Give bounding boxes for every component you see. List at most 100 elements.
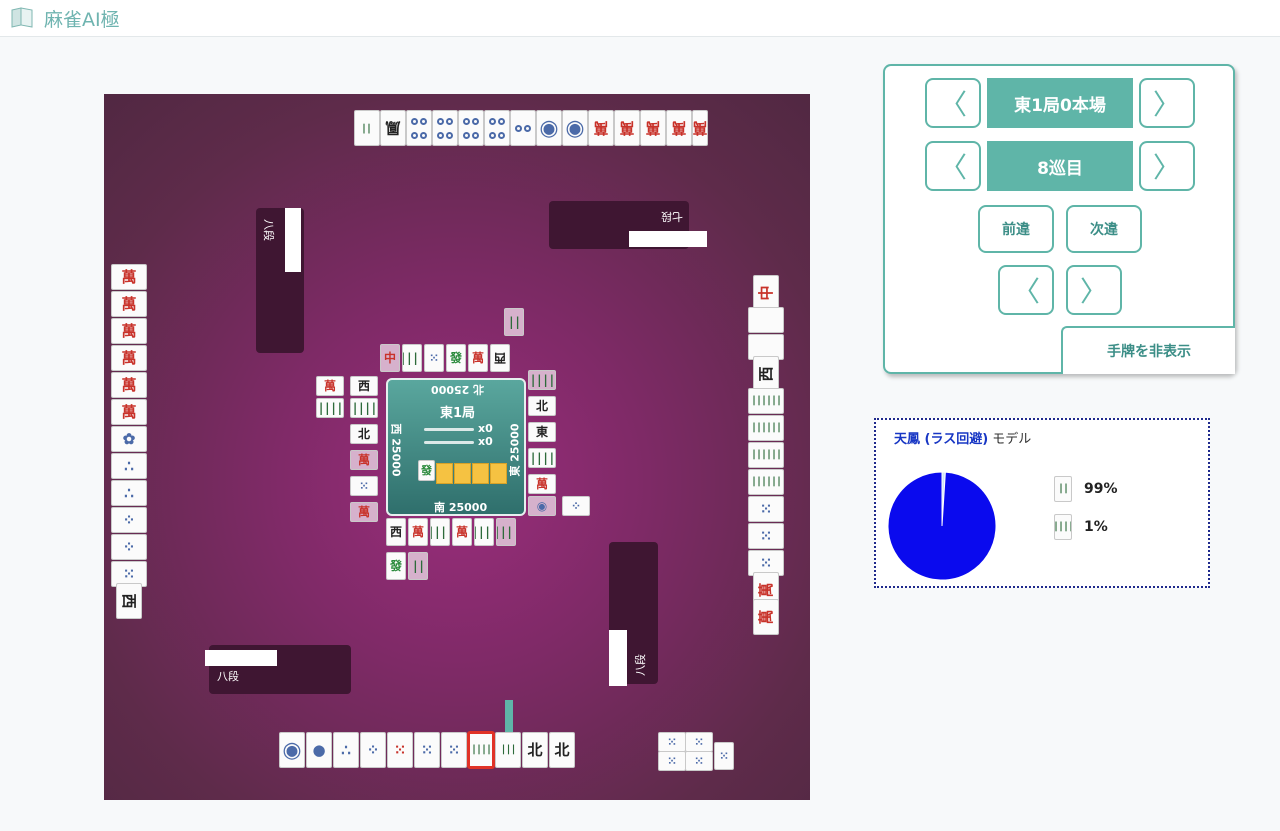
discard-right: |||| 北 東 |||| 萬 ◉ ⁘ bbox=[528, 370, 608, 520]
dora-indicator: 發 bbox=[418, 460, 435, 481]
tile: 萬 bbox=[111, 399, 147, 425]
tile: 西 bbox=[386, 518, 406, 546]
tile: 萬 bbox=[111, 264, 147, 290]
left-player-hand: 萬 萬 萬 萬 萬 萬 ✿ ∴ ∴ ⁘ ⁘ ⁙ 西 bbox=[111, 264, 149, 619]
tile: 萬 bbox=[350, 502, 378, 522]
tile: 萬 bbox=[350, 450, 378, 470]
next-turn-button[interactable]: 〉 bbox=[1139, 141, 1195, 191]
hand-tile[interactable]: ∴ bbox=[333, 732, 359, 768]
ai-prediction-panel: 天鳳 (ラス回避) モデル || 99% |||| 1% bbox=[874, 418, 1210, 588]
score-north: 北 25000 bbox=[431, 383, 485, 396]
hand-tile[interactable]: ||| bbox=[495, 732, 521, 768]
meld-tile: ⁙ bbox=[658, 751, 686, 771]
hand-tile[interactable]: 北 bbox=[549, 732, 575, 768]
meld-tile: ⁙ bbox=[685, 732, 713, 752]
tile: ◉ bbox=[536, 110, 562, 146]
meld-tile: ⁙ bbox=[685, 751, 713, 771]
tile: |||||| bbox=[748, 415, 784, 441]
honba-count: x0 bbox=[478, 422, 493, 435]
player-box-bottom-right: 八段 bbox=[609, 542, 658, 686]
hand-tile[interactable]: ⁙ bbox=[441, 732, 467, 768]
tile: ⁙ bbox=[424, 344, 444, 372]
tile: |||| bbox=[496, 518, 516, 546]
top-bar: 麻雀AI極 bbox=[0, 0, 1280, 37]
hand-tile[interactable]: ● bbox=[306, 732, 332, 768]
meld-tile: ⁙ bbox=[714, 742, 734, 770]
right-player-hand: 中 西 |||||| |||||| |||||| |||||| ⁙ ⁙ ⁙ 萬 … bbox=[748, 275, 786, 635]
center-score-panel: 北 25000 東1局 x0 x0 西 25000 東 25000 發 南 25… bbox=[386, 378, 526, 516]
tile: || bbox=[504, 308, 524, 336]
tile: ⁘ bbox=[111, 534, 147, 560]
tile: |||| bbox=[430, 518, 450, 546]
tile: ⁙ bbox=[350, 476, 378, 496]
tile: || bbox=[354, 110, 380, 146]
tile: ∴ bbox=[111, 480, 147, 506]
prev-mismatch-button[interactable]: 前違 bbox=[978, 205, 1054, 253]
player-box-top-left: 八段 bbox=[256, 208, 304, 353]
hand-tile[interactable]: ⁘ bbox=[360, 732, 386, 768]
hand-tile[interactable]: 北 bbox=[522, 732, 548, 768]
honba-stick-icon bbox=[424, 428, 474, 431]
discard-bottom: 西 萬 |||| 萬 |||| |||| 發 || bbox=[386, 518, 536, 588]
ai-model-title: 天鳳 (ラス回避) モデル bbox=[894, 428, 1031, 447]
tile: 萬 bbox=[452, 518, 472, 546]
dora-slot bbox=[436, 463, 453, 484]
tile: 萬 bbox=[408, 518, 428, 546]
tile: ✿ bbox=[111, 426, 147, 452]
tile: ⁙ bbox=[748, 523, 784, 549]
tile: 萬 bbox=[316, 376, 344, 396]
name-bar bbox=[629, 231, 707, 247]
player-hand: ◉ ● ∴ ⁘ ⁙ ⁙ ⁙ |||| ||| 北 北 bbox=[279, 731, 579, 770]
top-player-hand: || 鳳 ◉ ◉ 萬 萬 萬 萬 萬 bbox=[354, 110, 708, 148]
tile bbox=[748, 307, 784, 333]
hand-tile[interactable]: ⁙ bbox=[414, 732, 440, 768]
choice-percent: 99% bbox=[1084, 481, 1118, 497]
hide-hand-button[interactable]: 手牌を非表示 bbox=[1061, 326, 1235, 374]
probability-pie-chart bbox=[888, 471, 997, 581]
player-box-bottom-left: 八段 bbox=[205, 645, 351, 694]
tile: 西 bbox=[116, 583, 142, 619]
prev-turn-button[interactable]: 〈 bbox=[925, 141, 981, 191]
player-meld: ⁙ ⁙ ⁙ ⁙ ⁙ bbox=[658, 732, 754, 771]
tile: |||| bbox=[528, 448, 556, 468]
ai-model-name: 天鳳 (ラス回避) bbox=[894, 432, 989, 447]
tile: ⁙ bbox=[748, 496, 784, 522]
tile: ◉ bbox=[562, 110, 588, 146]
tile: ⁙ bbox=[748, 550, 784, 576]
next-round-button[interactable]: 〉 bbox=[1139, 78, 1195, 128]
center-round: 東1局 bbox=[440, 406, 476, 421]
player-rank-top-right: 七段 bbox=[661, 210, 683, 223]
tile: |||| bbox=[316, 398, 344, 418]
ai-choice-row: || 99% bbox=[1054, 476, 1118, 502]
tile: 萬 bbox=[614, 110, 640, 146]
hand-tile-selected[interactable]: |||| bbox=[467, 731, 495, 769]
meld-tile: ⁙ bbox=[658, 732, 686, 752]
next-mismatch-button[interactable]: 次違 bbox=[1066, 205, 1142, 253]
tile: 中 bbox=[753, 275, 779, 311]
next-step-button[interactable]: 〉 bbox=[1066, 265, 1122, 315]
score-south: 南 25000 bbox=[434, 501, 488, 514]
name-bar bbox=[205, 650, 277, 666]
tile: 西 bbox=[753, 356, 779, 392]
dora-slot bbox=[472, 463, 489, 484]
hand-tile[interactable]: ⁙ bbox=[387, 732, 413, 768]
replay-control-panel: 〈 東1局0本場 〉 〈 8巡目 〉 前違 次違 〈 〉 手牌を非表示 bbox=[883, 64, 1235, 374]
hand-tile[interactable]: ◉ bbox=[279, 732, 305, 768]
prev-round-button[interactable]: 〈 bbox=[925, 78, 981, 128]
kyotaku-stick-icon bbox=[424, 441, 474, 444]
book-logo-icon bbox=[11, 7, 33, 28]
app-title[interactable]: 麻雀AI極 bbox=[44, 9, 120, 31]
ai-choice-row: |||| 1% bbox=[1054, 514, 1108, 540]
tile: |||| bbox=[528, 370, 556, 390]
tile: |||||| bbox=[748, 442, 784, 468]
tile: |||||| bbox=[748, 469, 784, 495]
prev-step-button[interactable]: 〈 bbox=[998, 265, 1054, 315]
player-rank-top-left: 八段 bbox=[262, 219, 275, 241]
discard-left: 萬 西 |||| |||| 北 萬 ⁙ 萬 bbox=[316, 376, 386, 526]
tile: 萬 bbox=[468, 344, 488, 372]
choice-percent: 1% bbox=[1084, 519, 1108, 535]
score-east: 東 25000 bbox=[508, 423, 522, 477]
tile: 發 bbox=[386, 552, 406, 580]
round-label: 東1局0本場 bbox=[987, 78, 1133, 128]
tile: ⁘ bbox=[562, 496, 590, 516]
